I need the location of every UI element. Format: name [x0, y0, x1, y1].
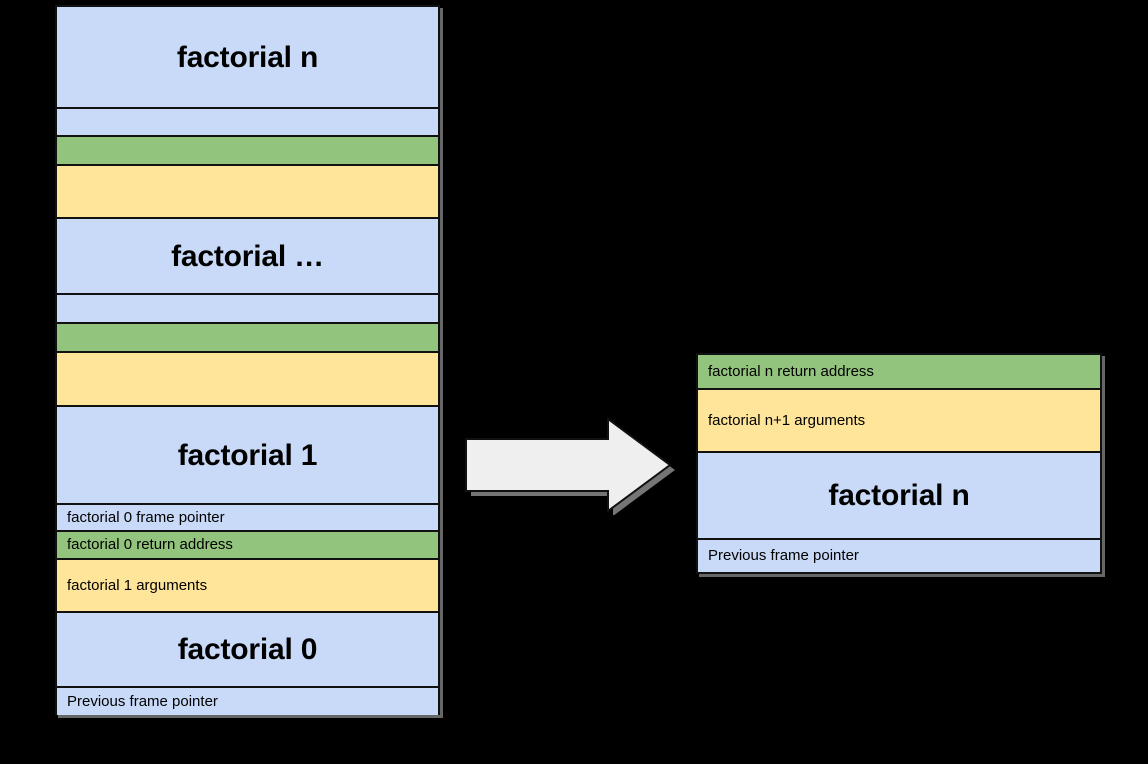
stack-cell-label: factorial n [176, 40, 319, 74]
transition-arrow [458, 415, 678, 515]
stack-cell [57, 353, 438, 407]
stack-cell: factorial 0 return address [57, 532, 438, 560]
stack-cell-label: factorial n+1 arguments [708, 411, 866, 429]
stack-cell-label: Previous frame pointer [708, 547, 859, 564]
stack-cell-label: factorial 0 return address [67, 536, 233, 553]
stack-cell-label: factorial 1 [177, 438, 318, 472]
stack-cell: factorial … [57, 219, 438, 295]
stack-cell: factorial 1 arguments [57, 560, 438, 613]
stack-cell [57, 137, 438, 166]
stack-cell-label: Previous frame pointer [67, 692, 218, 710]
full-recursive-call-stack: factorial n factorial … factorial 1 factori… [55, 5, 440, 715]
stack-cell-label: factorial 1 arguments [67, 576, 208, 594]
stack-cell-label: factorial … [171, 239, 324, 273]
stack-cell: factorial n [698, 453, 1100, 540]
stack-cell: Previous frame pointer [57, 688, 438, 715]
stack-cell: factorial 0 [57, 613, 438, 688]
stack-cell: Previous frame pointer [698, 540, 1100, 572]
right-block-arrow-icon [465, 417, 675, 515]
stack-cell [57, 166, 438, 219]
stack-cell [57, 324, 438, 353]
stack-cell-label: factorial 0 [177, 633, 318, 666]
stack-cell-label: factorial n return address [708, 362, 874, 380]
arrow-shape [465, 417, 672, 513]
stack-cell: factorial n+1 arguments [698, 390, 1100, 453]
stack-cell-label: factorial n [828, 479, 970, 512]
stack-cell: factorial n return address [698, 355, 1100, 390]
single-stack-frame-detail: factorial n return address factorial n+1 … [696, 353, 1102, 574]
stack-cell [57, 109, 438, 137]
stack-cell: factorial 0 frame pointer [57, 505, 438, 532]
stack-cell: factorial 1 [57, 407, 438, 505]
stack-cell: factorial n [57, 7, 438, 109]
stack-cell-label: factorial 0 frame pointer [67, 508, 225, 526]
stack-cell [57, 295, 438, 324]
